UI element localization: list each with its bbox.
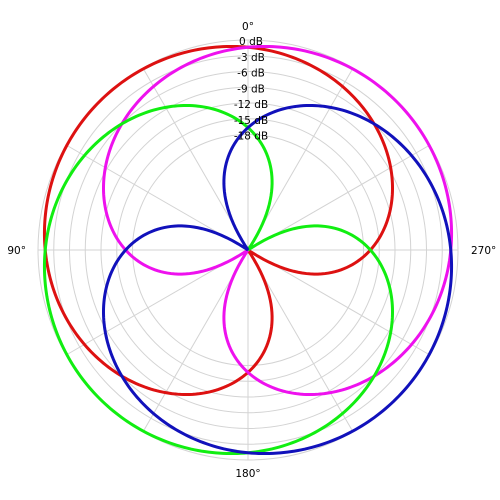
angle-label-0: 0°	[242, 21, 254, 33]
db-ring-label-5: -15 dB	[234, 115, 268, 127]
pattern-series-2	[42, 103, 395, 456]
db-ring-label-6: -18 dB	[234, 131, 268, 143]
angle-label-180: 180°	[235, 468, 260, 480]
pattern-series-group	[42, 44, 454, 456]
db-ring-label-4: -12 dB	[234, 99, 268, 111]
db-ring-label-1: -3 dB	[237, 52, 265, 64]
pattern-series-1	[101, 44, 454, 397]
pattern-series-3	[101, 103, 454, 456]
db-ring-label-0: 0 dB	[239, 36, 263, 48]
db-ring-label-2: -6 dB	[237, 68, 265, 80]
axis-labels: 0° 90° 180° 270°	[7, 21, 496, 480]
angle-label-90: 90°	[7, 245, 26, 257]
db-ring-label-3: -9 dB	[237, 83, 265, 95]
db-ring-labels: 0 dB -3 dB -6 dB -9 dB -12 dB -15 dB -18 dB	[234, 36, 268, 143]
pattern-series-0	[42, 44, 395, 397]
angle-label-270: 270°	[471, 245, 496, 257]
